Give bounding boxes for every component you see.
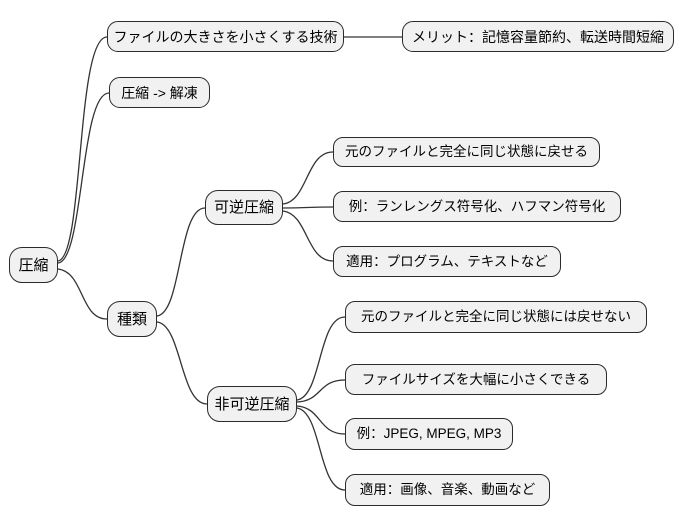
edge-lossless-to-apply [282, 210, 334, 262]
edge-lossless-to-restore [282, 151, 334, 205]
node-lossless: 可逆圧縮 [205, 190, 283, 225]
node-technique: ファイルの大きさを小さくする技術 [107, 21, 344, 52]
edge-root-to-types [57, 268, 108, 320]
node-lossy-size: ファイルサイズを大幅に小さくできる [345, 364, 607, 395]
node-lossy-restore: 元のファイルと完全に同じ状態には戻せない [345, 301, 647, 333]
node-lossless-applications: 適用：プログラム、テキストなど [333, 246, 561, 277]
edge-lossy-to-examples [296, 405, 346, 435]
edge-lossy-to-size [296, 379, 346, 403]
edge-root-to-process [57, 92, 110, 264]
node-lossy: 非可逆圧縮 [207, 386, 297, 422]
edge-types-to-lossless [156, 207, 206, 317]
edge-lossy-to-apply [296, 407, 346, 491]
node-lossless-examples: 例：ランレングス符号化、ハフマン符号化 [333, 191, 621, 222]
node-merit: メリット：記憶容量節約、転送時間短縮 [402, 21, 674, 52]
node-lossless-restore: 元のファイルと完全に同じ状態に戻せる [333, 137, 600, 167]
node-compress-decompress: 圧縮 -> 解凍 [109, 77, 210, 108]
edge-lossless-to-examples [282, 206, 334, 209]
edge-lossy-to-restore [296, 316, 346, 401]
node-lossy-applications: 適用：画像、音楽、動画など [345, 474, 550, 506]
edge-types-to-lossy [156, 321, 208, 405]
edge-root-to-technique [57, 36, 108, 262]
node-types: 種類 [107, 301, 157, 337]
node-compression-root: 圧縮 [9, 247, 58, 283]
node-lossy-examples: 例：JPEG, MPEG, MP3 [345, 418, 513, 450]
